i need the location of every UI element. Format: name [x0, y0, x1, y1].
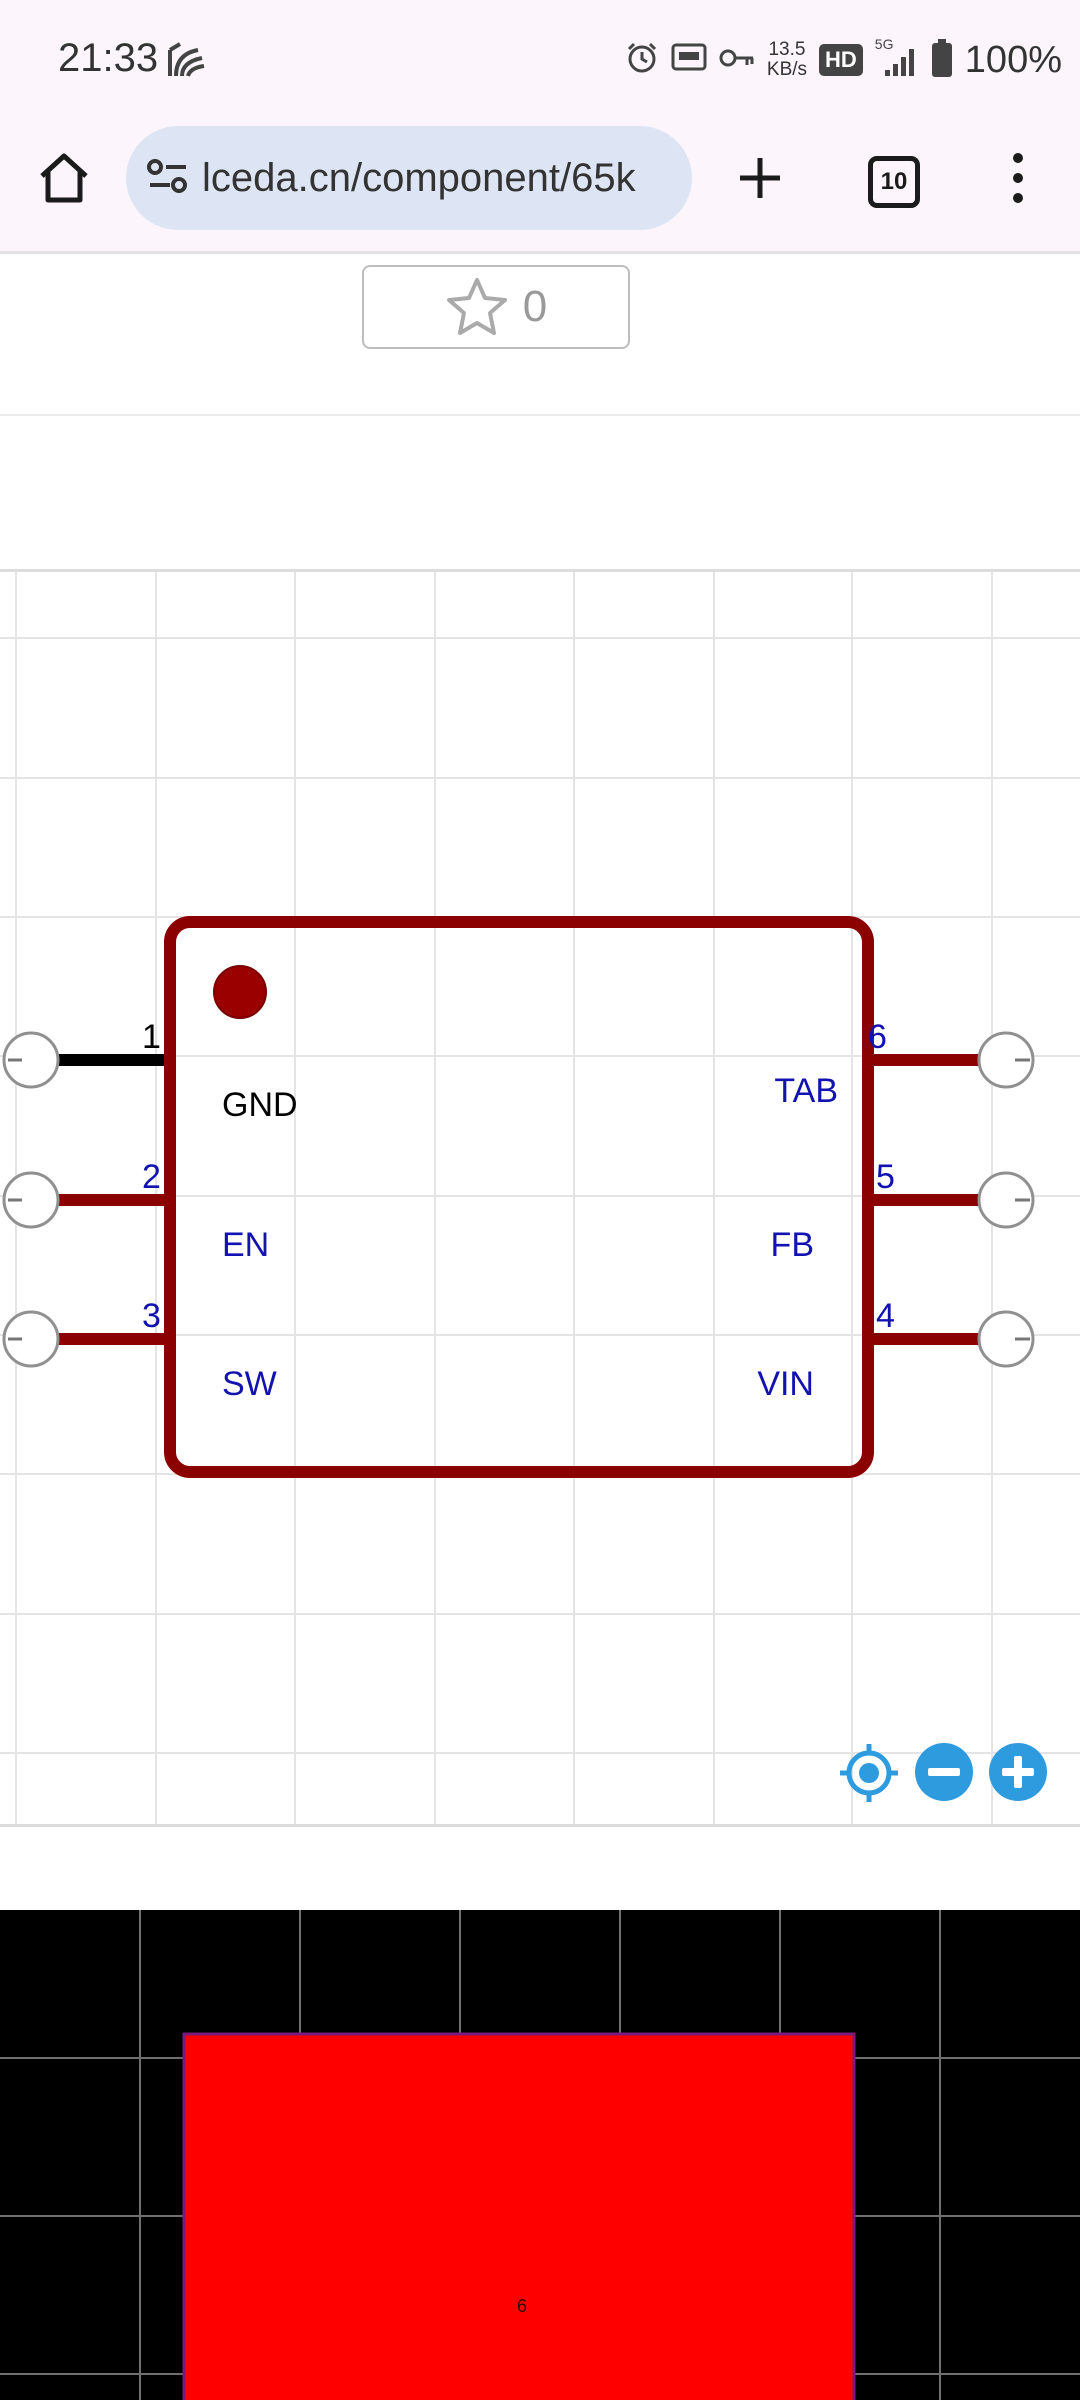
star-icon — [446, 278, 507, 335]
pin-4-endpoint[interactable] — [977, 1310, 1035, 1368]
network-speed: 13.5 KB/s — [767, 40, 807, 80]
pin-4-name: VIN — [757, 1365, 814, 1403]
pin-1-name: GND — [222, 1086, 298, 1124]
minus-icon — [915, 1743, 973, 1801]
zoom-controls — [838, 1742, 1048, 1809]
url-text: lceda.cn/component/65k — [202, 155, 636, 200]
favorite-button[interactable]: 0 — [362, 265, 630, 349]
more-menu-button[interactable] — [1000, 148, 1036, 208]
pin-3-endpoint[interactable] — [2, 1310, 60, 1368]
schematic-viewer[interactable]: 1 2 3 6 5 4 GND EN SW TAB FB VIN — [0, 572, 1080, 1826]
signal-label: 5G — [874, 36, 894, 52]
schematic-top-border — [0, 569, 1080, 572]
pin-1-indicator-dot — [213, 965, 267, 1019]
pin-6-endpoint[interactable] — [977, 1031, 1035, 1089]
network-activity-icon — [166, 40, 206, 85]
pin-2-name: EN — [222, 1226, 269, 1264]
zoom-in-button[interactable] — [988, 1742, 1048, 1809]
pcb-pad-label: 6 — [517, 2296, 527, 2316]
address-bar[interactable]: lceda.cn/component/65k — [126, 126, 692, 230]
more-vert-icon — [1013, 153, 1023, 203]
pin-4-number: 4 — [876, 1297, 895, 1335]
pin-2-number: 2 — [142, 1158, 161, 1196]
plus-circle-icon — [989, 1743, 1047, 1801]
zoom-out-button[interactable] — [914, 1742, 974, 1809]
home-button[interactable] — [34, 148, 94, 208]
status-icons: 13.5 KB/s HD 5G 100% — [625, 30, 1062, 90]
locate-icon — [840, 1744, 898, 1802]
pin-5-name: FB — [771, 1226, 814, 1264]
pin-1-endpoint[interactable] — [2, 1031, 60, 1089]
hd-badge: HD — [819, 44, 863, 76]
network-speed-value: 13.5 — [768, 39, 806, 60]
battery-percent: 100% — [964, 38, 1062, 81]
status-time: 21:33 — [58, 36, 159, 80]
schematic-bottom-border — [0, 1824, 1080, 1827]
pin-6-name: TAB — [774, 1072, 838, 1110]
pcb-footprint-viewer[interactable]: 6 — [0, 1910, 1080, 2400]
pin-3-number: 3 — [142, 1297, 161, 1335]
auto-hz-icon — [671, 43, 707, 78]
favorite-count: 0 — [522, 282, 548, 331]
pin-5-number: 5 — [876, 1158, 895, 1196]
pcb-pad[interactable] — [182, 2032, 856, 2400]
section-divider — [0, 414, 1080, 416]
schematic-canvas[interactable]: 1 2 3 6 5 4 GND EN SW TAB FB VIN — [0, 572, 1080, 1826]
pin-5-endpoint[interactable] — [977, 1171, 1035, 1229]
site-settings-icon[interactable] — [146, 156, 190, 201]
vpn-key-icon — [719, 46, 755, 75]
pin-1-number: 1 — [142, 1018, 161, 1056]
chrome-divider — [0, 251, 1080, 254]
pin-6-number: 6 — [868, 1018, 887, 1056]
pin-3-name: SW — [222, 1365, 277, 1403]
pcb-canvas[interactable]: 6 — [0, 1910, 1080, 2400]
recenter-button[interactable] — [838, 1742, 900, 1809]
pin-2-endpoint[interactable] — [2, 1171, 60, 1229]
signal-icon: 5G — [875, 36, 919, 80]
new-tab-button[interactable] — [732, 150, 788, 206]
tab-switcher-button[interactable]: 10 — [868, 156, 920, 208]
home-icon — [40, 153, 88, 203]
battery-icon — [931, 38, 953, 82]
network-speed-unit: KB/s — [766, 59, 808, 80]
plus-icon — [740, 158, 780, 198]
component-body[interactable] — [164, 916, 874, 1478]
alarm-icon — [625, 41, 659, 80]
